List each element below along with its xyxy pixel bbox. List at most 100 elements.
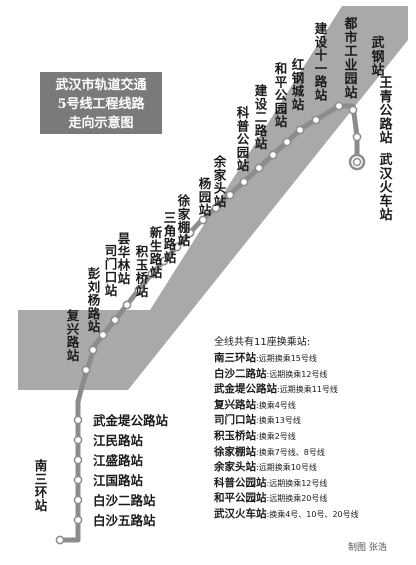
station-marker [147,269,157,279]
legend-item-station: 武金堤公路站 [214,383,277,396]
legend-item: 武金堤公路站:远期换乘11号线 [214,382,414,398]
station-marker [73,515,83,525]
station-labels: 武汉火车站 王青公路站 武钢站 都市工业园站 建设十一路站 红钢城站 和平公园站… [35,16,394,513]
station-label-wangqing-road: 王青公路站 [379,76,393,146]
station-marker [73,475,83,485]
station-marker [88,345,98,355]
station-label-xinsheng-road: 新生路站 [150,225,163,280]
station-marker [73,435,83,445]
station-marker [268,150,278,160]
legend-item-transfer: :远期换乘11号线 [277,385,338,395]
station-marker [239,177,249,187]
legend-item-station: 司门口站 [214,414,256,427]
station-marker [73,415,83,425]
corridor-band [18,6,408,390]
station-label-wugang: 武钢站 [371,35,384,79]
legend-item-transfer: :换乘7号线、8号线 [256,447,325,457]
legend-item-transfer: :远期换乘12号线 [266,369,328,379]
station-marker [211,203,221,213]
legend-item-station: 积玉桥站 [214,429,256,442]
legend-item: 和平公园站:远期换乘20号线 [214,491,414,507]
title-line-2: 5号线工程线路 [57,96,145,112]
station-label-jiangguo-road: 江国路站 [93,473,144,488]
legend-item: 司门口站:换乘13号线 [214,413,414,429]
station-marker [73,495,83,505]
station-marker [295,125,305,135]
station-label-yujiatou: 余家头站 [213,154,227,209]
legend-item-transfer: :远期换乘12号线 [266,478,328,488]
station-marker [311,115,321,125]
station-label-baisha-5th-road: 白沙五路站 [93,513,156,528]
station-marker [352,132,362,142]
station-label-pengliuyang-road: 彭刘杨路站 [88,266,101,334]
station-label-heping-park: 和平公园站 [274,61,288,129]
transfer-legend: 全线共有11座换乘站: 南三环站:远期换乘15号线白沙二路站:远期换乘12号线武… [214,333,414,523]
station-marker [81,365,91,375]
legend-item-transfer: :换乘2号线 [256,431,296,441]
legend-item-station: 和平公园站 [214,492,267,505]
station-label-jianshe-11th-road: 建设十一路站 [315,21,328,103]
station-marker [98,330,108,340]
station-label-jiangsheng-road: 江盛路站 [93,453,144,468]
station-label-jiangmin-road: 江民路站 [93,433,144,448]
legend-item: 科普公园站:远期换乘12号线 [214,476,414,492]
station-marker [159,256,169,266]
legend-item-transfer: :远期换乘15号线 [256,354,317,363]
legend-item-transfer: :换乘13号线 [256,416,301,426]
station-label-kepu-park: 科普公园站 [237,105,250,173]
legend-item-station: 徐家棚站 [214,445,256,458]
legend-item-station: 武汉火车站 [214,507,267,520]
legend-list: 南三环站:远期换乘15号线白沙二路站:远期换乘12号线武金堤公路站:远期换乘11… [214,351,414,523]
station-marker [73,455,83,465]
station-label-tanhualin: 昙华林站 [118,231,131,286]
legend-item-station: 白沙二路站 [214,367,267,380]
station-marker [110,315,120,325]
station-marker-wuhan-railway-inner [352,157,362,167]
legend-item-station: 复兴路站 [214,398,256,411]
legend-item: 复兴路站:换乘4号线 [214,398,414,414]
station-label-jianshe-2nd-road: 建设二路站 [255,83,268,151]
legend-item: 徐家棚站:换乘7号线、8号线 [214,445,414,461]
title-line-3: 走向示意图 [68,115,133,131]
legend-item-transfer: :换乘4号线 [256,400,296,410]
legend-item-transfer: :远期换乘10号线 [256,463,317,473]
station-label-honggangcheng: 红钢城站 [292,57,305,112]
legend-item: 余家头站:远期换乘10号线 [214,460,414,476]
legend-item-station: 科普公园站 [214,476,267,489]
station-markers [55,101,366,545]
station-label-wuhan-railway: 武汉火车站 [379,152,393,223]
station-label-simenkou: 司门口站 [105,243,118,298]
title-line-1: 武汉市轨道交通 [55,77,146,93]
legend-item-transfer: :远期换乘20号线 [266,494,328,504]
station-marker [185,228,195,238]
station-label-sanjiao-road: 三角路站 [164,210,177,265]
station-marker [134,285,144,295]
station-marker [198,215,208,225]
station-label-dushi-industrial-park: 都市工业园站 [343,16,357,101]
station-marker [254,163,264,173]
legend-item-station: 余家头站 [214,461,256,474]
legend-item: 白沙二路站:远期换乘12号线 [214,367,414,383]
station-marker [348,105,358,115]
station-marker [55,535,65,545]
legend-item: 南三环站:远期换乘15号线 [214,351,414,367]
legend-item-transfer: :换乘4号、10号、20号线 [266,509,359,519]
station-label-nansanhuan: 南三环站 [35,458,48,513]
legend-item-station: 南三环站 [214,352,256,364]
legend-title: 全线共有11座换乘站: [214,337,311,348]
title-box [40,72,162,134]
station-marker [172,242,182,252]
station-marker [225,190,235,200]
station-label-wujindi-road: 武金堤公路站 [93,413,169,428]
station-label-baisha-2nd-road: 白沙二路站 [93,493,156,508]
station-label-fuxing-road: 复兴路站 [66,308,80,363]
station-label-xujiapeng: 徐家棚站 [177,193,191,248]
map-credit: 制图 张浩 [348,543,387,553]
station-label-yangyuan: 杨园站 [199,176,212,218]
legend-item: 积玉桥站:换乘2号线 [214,429,414,445]
station-marker [122,300,132,310]
station-marker [334,101,344,111]
station-marker [282,137,292,147]
station-label-jiyuqiao: 积玉桥站 [136,244,149,299]
